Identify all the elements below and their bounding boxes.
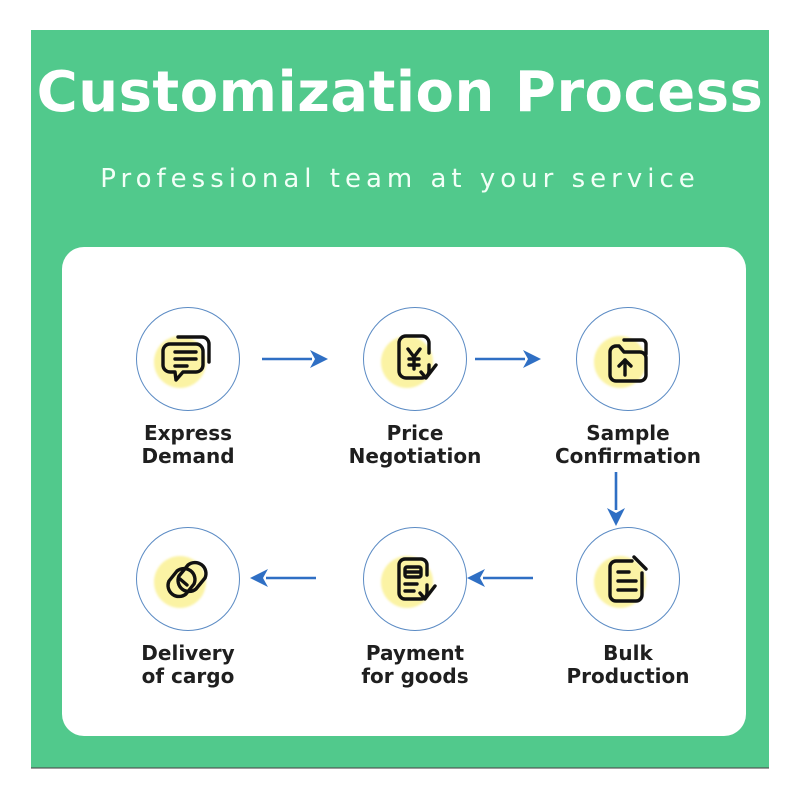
arrow-left-payment-to-delivery [250, 569, 316, 587]
folder-upload-icon [608, 338, 648, 383]
step-label: Price Negotiation [320, 421, 510, 469]
flow-step-sample-confirmation[interactable]: Sample Confirmation [533, 307, 723, 468]
arrow-right-express-to-price [262, 350, 328, 368]
step-icon-container [576, 307, 680, 411]
page-subtitle: Professional team at your service [100, 164, 700, 194]
cargo-boxes-icon [166, 560, 208, 599]
step-icon-container [576, 527, 680, 631]
step-label-line1: Express [143, 421, 233, 445]
step-circle [136, 527, 240, 631]
step-circle [576, 527, 680, 631]
step-label: Sample Confirmation [533, 421, 723, 469]
flow-step-payment-for-goods[interactable]: Payment for goods [320, 527, 510, 688]
panel-bottom-rule [31, 767, 769, 769]
document-pen-icon [608, 555, 648, 603]
step-label: Express Demand [93, 421, 283, 469]
step-icon-container [363, 527, 467, 631]
step-label-line1: Sample [586, 421, 670, 445]
step-label-line2: for goods [361, 664, 469, 689]
step-label: Payment for goods [320, 641, 510, 689]
page-title: Customization Process [36, 60, 764, 125]
step-icon-container [363, 307, 467, 411]
flow-step-delivery-of-cargo[interactable]: Delivery of cargo [93, 527, 283, 688]
step-circle [363, 527, 467, 631]
step-label-line1: Price [386, 421, 444, 445]
flow-step-express-demand[interactable]: Express Demand [93, 307, 283, 468]
step-label-line1: Delivery [141, 641, 235, 665]
step-label-line2: of cargo [141, 664, 235, 689]
flow-step-price-negotiation[interactable]: Price Negotiation [320, 307, 510, 468]
step-label-line2: Confirmation [554, 444, 702, 469]
step-label-line2: Negotiation [348, 444, 482, 469]
arrow-down-sample-to-bulk [607, 472, 625, 526]
step-icon-container [136, 527, 240, 631]
step-label-line1: Bulk [603, 641, 653, 665]
step-label-line1: Payment [365, 641, 465, 665]
yellow-highlight-blob [154, 556, 206, 608]
chat-bubbles-icon [161, 335, 211, 382]
arrow-right-price-to-sample [475, 350, 541, 368]
step-label-line2: Demand [141, 444, 235, 469]
yen-document-check-icon [397, 334, 438, 380]
step-label: Bulk Production [533, 641, 723, 689]
step-label: Delivery of cargo [93, 641, 283, 689]
step-icon-container [136, 307, 240, 411]
step-label-line2: Production [566, 664, 690, 689]
arrow-left-bulk-to-payment [467, 569, 533, 587]
invoice-check-icon [397, 557, 437, 601]
flow-step-bulk-production[interactable]: Bulk Production [533, 527, 723, 688]
